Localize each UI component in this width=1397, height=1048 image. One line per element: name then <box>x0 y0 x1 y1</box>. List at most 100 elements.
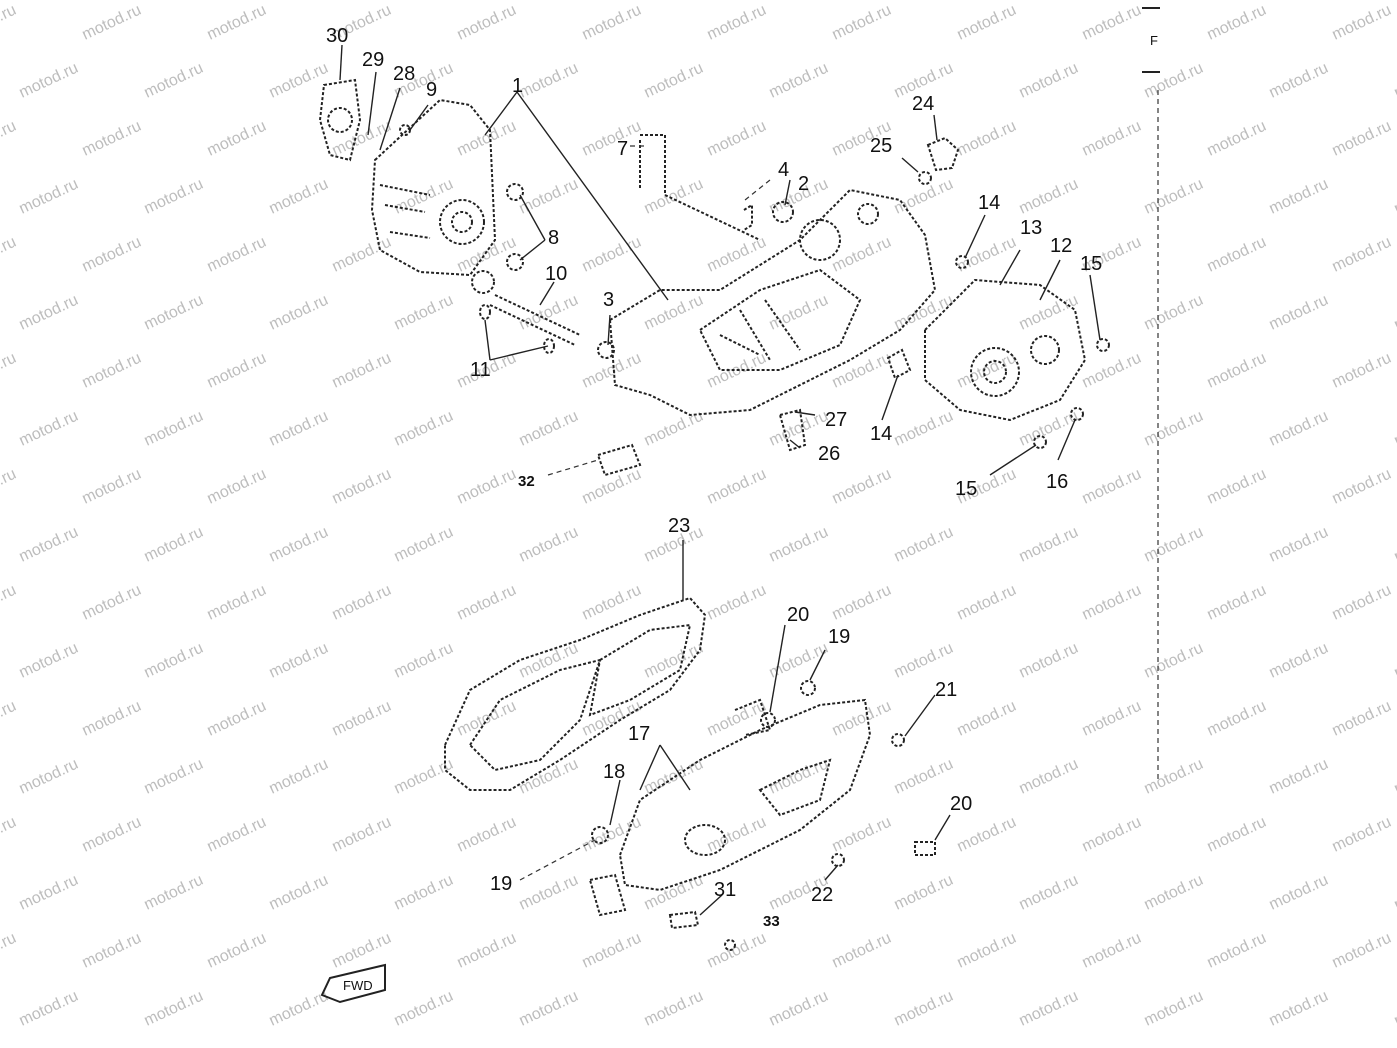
callout-19-bottom: 19 <box>490 873 512 895</box>
watermark-text: motod.ru <box>80 814 144 856</box>
callout-12: 12 <box>1050 235 1072 257</box>
callout-22: 22 <box>811 884 833 906</box>
watermark-text: motod.ru <box>955 698 1019 740</box>
watermark-text: motod.ru <box>517 756 581 798</box>
watermark-text: motod.ru <box>142 408 206 450</box>
watermark-text: motod.ru <box>0 698 19 740</box>
watermark-text: motod.ru <box>205 930 269 972</box>
watermark-text: motod.ru <box>705 582 769 624</box>
callout-7: 7 <box>617 138 628 160</box>
callout-21: 21 <box>935 679 957 701</box>
watermark-text: motod.ru <box>1017 60 1081 102</box>
watermark-text: motod.ru <box>955 582 1019 624</box>
watermark-text: motod.ru <box>1142 756 1206 798</box>
watermark-text: motod.ru <box>17 640 81 682</box>
watermark-text: motod.ru <box>1205 118 1269 160</box>
watermark-text: motod.ru <box>17 408 81 450</box>
callout-25: 25 <box>870 135 892 157</box>
watermark-text: motod.ru <box>1330 118 1394 160</box>
watermark-text: motod.ru <box>1142 176 1206 218</box>
watermark-text: motod.ru <box>830 2 894 44</box>
watermark-text: motod.ru <box>392 640 456 682</box>
watermark-text: motod.ru <box>1080 466 1144 508</box>
watermark-text: motod.ru <box>892 408 956 450</box>
callout-4: 4 <box>778 159 789 181</box>
watermark-text: motod.ru <box>267 756 331 798</box>
watermark-text: motod.ru <box>1017 176 1081 218</box>
watermark-text: motod.ru <box>955 350 1019 392</box>
callout-3: 3 <box>603 289 614 311</box>
watermark-text: motod.ru <box>80 582 144 624</box>
leader-lines <box>339 44 1101 916</box>
watermark-text: motod.ru <box>517 524 581 566</box>
watermark-text: motod.ru <box>1267 292 1331 334</box>
watermark-text: motod.ru <box>205 466 269 508</box>
watermark-text: motod.ru <box>830 814 894 856</box>
watermark-text: motod.ru <box>1205 234 1269 276</box>
callout-1: 1 <box>512 75 523 97</box>
callout-19-top: 19 <box>828 626 850 648</box>
watermark-text: motod.ru <box>267 988 331 1030</box>
callout-8: 8 <box>548 227 559 249</box>
watermark-text: motod.ru <box>205 118 269 160</box>
watermark-text: motod.ru <box>142 176 206 218</box>
watermark-text: motod.ru <box>267 176 331 218</box>
watermark-text: motod.ru <box>0 234 19 276</box>
watermark-text: motod.ru <box>517 292 581 334</box>
watermark-text: motod.ru <box>142 756 206 798</box>
watermark-text: motod.ru <box>1205 698 1269 740</box>
watermark-text: motod.ru <box>1330 582 1394 624</box>
watermark-text: motod.ru <box>1267 988 1331 1030</box>
watermark-text: motod.ru <box>17 872 81 914</box>
watermark-text: motod.ru <box>1080 582 1144 624</box>
watermark-text: motod.ru <box>1330 466 1394 508</box>
watermark-text: motod.ru <box>1330 698 1394 740</box>
watermark-text: motod.ru <box>80 234 144 276</box>
watermark-text: motod.ru <box>455 814 519 856</box>
watermark-text: motod.ru <box>705 698 769 740</box>
watermark-text: motod.ru <box>705 466 769 508</box>
watermark-text: motod.ru <box>580 930 644 972</box>
callout-20-bottom: 20 <box>950 793 972 815</box>
watermark-text: motod.ru <box>1267 176 1331 218</box>
watermark-text: motod.ru <box>517 60 581 102</box>
watermark-text: motod.ru <box>642 60 706 102</box>
callout-2: 2 <box>798 173 809 195</box>
watermark-text: motod.ru <box>1267 60 1331 102</box>
watermark-text: motod.ru <box>142 60 206 102</box>
watermark-text: motod.ru <box>330 582 394 624</box>
watermark-text: motod.ru <box>955 118 1019 160</box>
watermark-text: motod.ru <box>642 292 706 334</box>
watermark-text: motod.ru <box>1392 988 1397 1030</box>
watermark-text: motod.ru <box>705 234 769 276</box>
watermark-text: motod.ru <box>205 350 269 392</box>
watermark-text: motod.ru <box>767 292 831 334</box>
watermark-text: motod.ru <box>80 2 144 44</box>
watermark-text: motod.ru <box>17 60 81 102</box>
watermark-text: motod.ru <box>1330 814 1394 856</box>
callout-24: 24 <box>912 93 934 115</box>
watermark-text: motod.ru <box>767 524 831 566</box>
callout-28: 28 <box>393 63 415 85</box>
watermark-text: motod.ru <box>392 408 456 450</box>
watermark-text: motod.ru <box>80 930 144 972</box>
watermark-text: motod.ru <box>455 118 519 160</box>
callout-16: 16 <box>1046 471 1068 493</box>
watermark-text: motod.ru <box>1142 640 1206 682</box>
watermark-text: motod.ru <box>17 176 81 218</box>
watermark-text: motod.ru <box>392 988 456 1030</box>
watermark-text: motod.ru <box>642 988 706 1030</box>
watermark-text: motod.ru <box>1205 350 1269 392</box>
watermark-text: motod.ru <box>17 988 81 1030</box>
watermark-text: motod.ru <box>1330 930 1394 972</box>
watermark-text: motod.ru <box>0 930 19 972</box>
watermark-text: motod.ru <box>1142 292 1206 334</box>
watermark-text: motod.ru <box>142 988 206 1030</box>
watermark-text: motod.ru <box>142 292 206 334</box>
watermark-text: motod.ru <box>705 2 769 44</box>
callout-26: 26 <box>818 443 840 465</box>
watermark-text: motod.ru <box>392 756 456 798</box>
watermark-text: motod.ru <box>1080 930 1144 972</box>
watermark-text: motod.ru <box>1205 466 1269 508</box>
